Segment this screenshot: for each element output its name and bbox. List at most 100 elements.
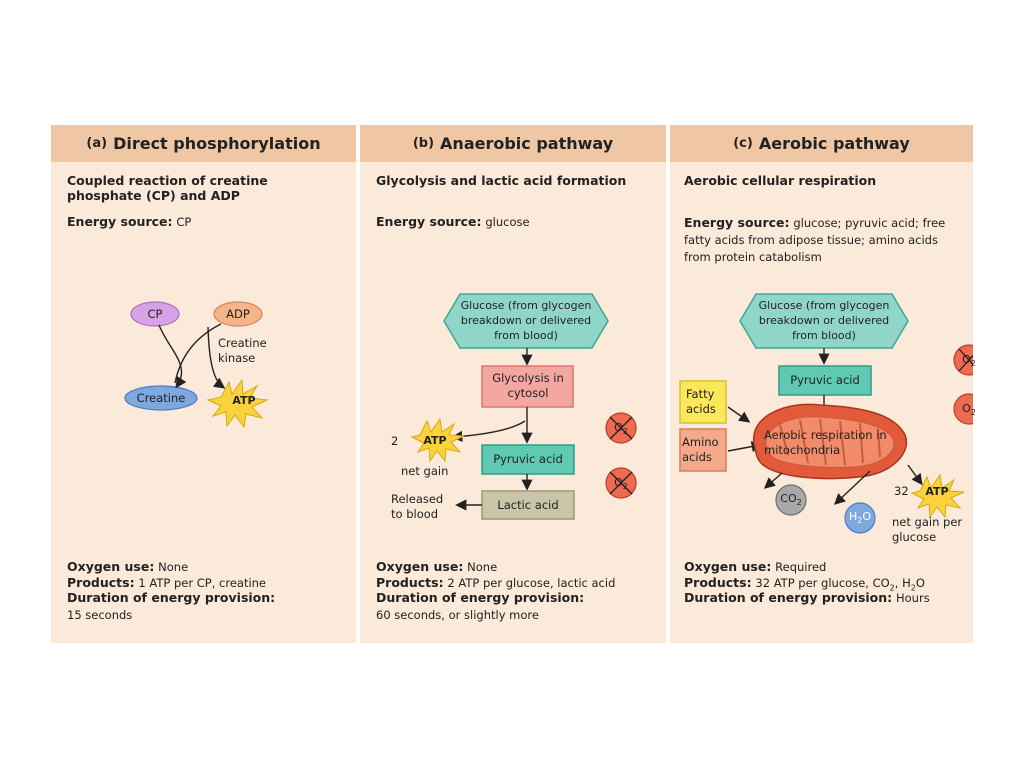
products-text: 32 ATP per glucose, CO xyxy=(755,576,890,590)
co2-label: CO2 xyxy=(776,491,806,510)
adp-ellipse xyxy=(213,301,263,327)
atp-label: ATP xyxy=(925,485,949,498)
duration-label: Duration of energy provision: xyxy=(376,590,585,605)
panel-direct-phosphorylation: (a) Direct phosphorylation Coupled react… xyxy=(51,125,356,643)
glucose-label: Glucose (from glycogen breakdown or deli… xyxy=(460,299,592,342)
net-gain-label: net gain xyxy=(401,464,449,478)
energy-source-label: Energy source: xyxy=(67,214,173,229)
oxygen-use-label: Oxygen use: xyxy=(684,559,772,574)
oxygen-use: Oxygen use: Required xyxy=(684,559,826,575)
duration-label: Duration of energy provision: xyxy=(67,590,276,605)
creatine-label: Creatine xyxy=(136,391,186,405)
pyruvic-label: Pyruvic acid xyxy=(493,452,563,466)
glycolysis-to-atp-arrow xyxy=(451,420,526,442)
duration-label: Duration of energy provision: xyxy=(684,590,893,605)
no-oxygen-symbol xyxy=(953,344,973,376)
h2o-label: H2O xyxy=(842,509,878,528)
atp-starburst xyxy=(910,473,965,519)
products-tail: , H xyxy=(894,576,911,590)
glucose-hexagon xyxy=(443,293,609,349)
o2-label: O2 xyxy=(954,401,984,420)
panel-letter: (c) xyxy=(733,136,753,151)
panel-header: (a) Direct phosphorylation xyxy=(51,125,356,162)
oxygen-use-label: Oxygen use: xyxy=(67,559,155,574)
pyruvic-box xyxy=(481,444,575,475)
products-sub2: 2 xyxy=(910,583,916,593)
products-label: Products: xyxy=(684,575,752,590)
fatty-acids-box xyxy=(679,380,727,424)
mito-to-co2-arrow xyxy=(763,472,783,489)
panel-letter: (a) xyxy=(86,136,108,151)
products-label: Products: xyxy=(67,575,135,590)
o2-text: O xyxy=(962,353,971,366)
atp-starburst xyxy=(206,378,269,429)
o2-text: O xyxy=(614,421,623,434)
products: Products: 1 ATP per CP, creatine xyxy=(67,575,266,591)
duration-value: Hours xyxy=(896,591,930,605)
oxygen-use-label: Oxygen use: xyxy=(376,559,464,574)
atp-count: 32 xyxy=(894,484,909,498)
cp-to-creatine-arrow xyxy=(158,324,187,389)
glucose-hexagon xyxy=(739,293,909,349)
panel-subtitle: Aerobic cellular respiration xyxy=(684,173,877,188)
aerobic-diagram xyxy=(679,293,973,534)
duration-value: 15 seconds xyxy=(67,608,133,622)
co2-circle xyxy=(775,484,807,516)
lactic-label: Lactic acid xyxy=(497,498,559,512)
cp-label: CP xyxy=(147,307,163,321)
o2-crossed-label: O2 xyxy=(954,352,984,371)
no-oxygen-symbol-2 xyxy=(605,467,637,499)
h2o-o: O xyxy=(862,510,872,523)
adp-label: ADP xyxy=(226,307,250,321)
panel-title: Direct phosphorylation xyxy=(113,134,321,153)
panel-title: Anaerobic pathway xyxy=(440,134,614,153)
adp-curve xyxy=(174,323,222,384)
co2-text: CO xyxy=(780,492,797,505)
o2-text: O xyxy=(962,402,971,415)
panel-anaerobic-pathway: (b) Anaerobic pathway Glycolysis and lac… xyxy=(360,125,666,643)
energy-pathways-figure: (a) Direct phosphorylation Coupled react… xyxy=(51,125,976,643)
panel-letter: (b) xyxy=(412,136,435,151)
panel-aerobic-pathway: (c) Aerobic pathway Aerobic cellular res… xyxy=(670,125,976,643)
duration-value: 60 seconds, or slightly more xyxy=(376,608,539,622)
o2-sub: 2 xyxy=(970,408,976,418)
lactic-box xyxy=(481,490,575,520)
adp-to-atp-arrow xyxy=(207,326,226,389)
energy-source: Energy source: CP xyxy=(67,214,191,230)
mito-to-atp-arrow xyxy=(907,464,923,486)
no-oxygen-symbol-1 xyxy=(605,412,637,444)
duration: Duration of energy provision: Hours xyxy=(684,590,930,606)
glycolysis-label: Glycolysis in cytosol xyxy=(492,371,564,400)
mito-to-h2o-arrow xyxy=(833,470,871,505)
products-value: 2 ATP per glucose, lactic acid xyxy=(447,576,616,590)
glycolysis-box xyxy=(481,365,574,408)
oxygen-use-value: Required xyxy=(775,560,827,574)
products-value: 32 ATP per glucose, CO2, H2O xyxy=(755,576,924,593)
energy-source-value: CP xyxy=(176,215,192,229)
panel-subtitle: Coupled reaction of creatine phosphate (… xyxy=(67,173,268,203)
mito-label: Aerobic respiration in mitochondria xyxy=(764,428,887,457)
o2-label-1: O2 xyxy=(606,420,636,439)
products-label: Products: xyxy=(376,575,444,590)
released-label: Released to blood xyxy=(391,492,444,521)
panel-title: Aerobic pathway xyxy=(758,134,910,153)
fatty-acids-label: Fatty acids xyxy=(686,387,716,416)
energy-source: Energy source: glucose; pyruvic acid; fr… xyxy=(684,214,954,266)
h2o-circle xyxy=(844,502,876,534)
oxygen-use: Oxygen use: None xyxy=(376,559,497,575)
atp-starburst xyxy=(410,417,465,463)
energy-source: Energy source: glucose xyxy=(376,214,530,230)
oxygen-use-value: None xyxy=(158,560,189,574)
amino-acids-box xyxy=(679,428,727,472)
panel-header: (b) Anaerobic pathway xyxy=(360,125,666,162)
pyruvic-label: Pyruvic acid xyxy=(790,373,860,387)
creatine-ellipse xyxy=(124,385,198,411)
h2o-sub: 2 xyxy=(857,516,863,526)
mitochondrion xyxy=(753,403,908,480)
fatty-to-mito-arrow xyxy=(727,406,751,423)
o2-sub: 2 xyxy=(622,482,628,492)
energy-source-value: glucose; pyruvic acid; free fatty acids … xyxy=(684,216,946,264)
o2-label-2: O2 xyxy=(606,475,636,494)
o2-text: O xyxy=(614,476,623,489)
cp-ellipse xyxy=(130,301,180,327)
